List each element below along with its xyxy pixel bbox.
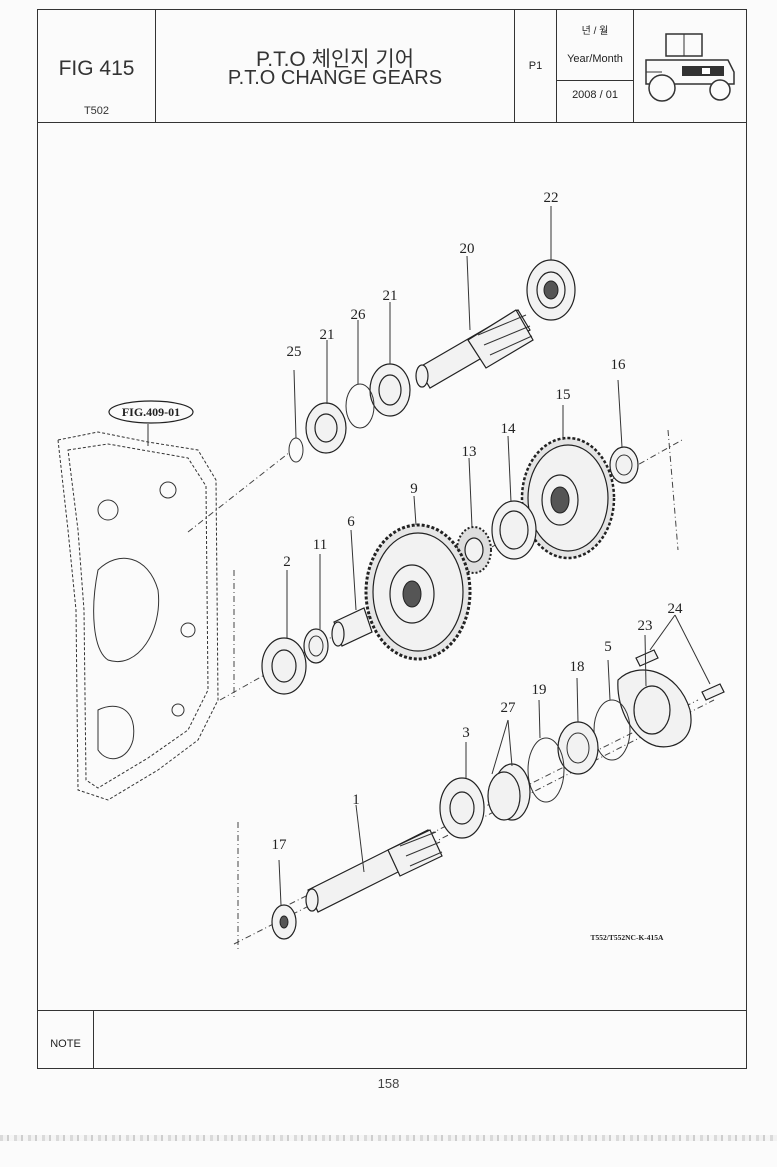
callout-21-right: 21 xyxy=(383,288,398,304)
callout-26: 26 xyxy=(351,307,367,323)
scan-artifact xyxy=(0,1135,777,1141)
title-cell: P.T.O 체인지 기어 P.T.O CHANGE GEARS xyxy=(156,10,515,122)
fig-reference-label: FIG.409-01 xyxy=(122,405,180,419)
callout-19: 19 xyxy=(532,682,547,698)
fig-cell: FIG 415 T502 xyxy=(38,10,156,122)
callout-25: 25 xyxy=(287,344,302,360)
model-code: T502 xyxy=(83,105,110,117)
callout-23: 23 xyxy=(638,618,653,634)
lower-shaft-assembly xyxy=(271,649,725,940)
title-english: P.T.O CHANGE GEARS xyxy=(227,67,443,89)
callout-18: 18 xyxy=(570,659,585,675)
fig-number: FIG 415 xyxy=(58,57,135,80)
header: FIG 415 T502 P.T.O 체인지 기어 P.T.O CHANGE G… xyxy=(38,10,746,123)
callout-17: 17 xyxy=(272,837,288,853)
callout-11: 11 xyxy=(313,537,327,553)
leader-lines xyxy=(278,206,711,906)
callout-3: 3 xyxy=(462,725,470,741)
callout-24: 24 xyxy=(668,601,684,617)
drawing-code: T552/T552NC-K-415A xyxy=(591,933,665,942)
exploded-parts-diagram: FIG.409-01 xyxy=(57,190,725,950)
page-cell: P1 xyxy=(515,10,557,122)
upper-shaft-assembly xyxy=(288,259,576,463)
date-cell: 년 / 월 Year/Month 2008 / 01 xyxy=(557,10,634,122)
callout-14: 14 xyxy=(501,421,517,437)
callout-16: 16 xyxy=(611,357,627,373)
date-label-korean: 년 / 월 xyxy=(581,26,609,37)
callout-1: 1 xyxy=(352,792,360,808)
date-value: 2008 / 01 xyxy=(572,89,618,101)
callout-22: 22 xyxy=(544,190,559,206)
callout-2: 2 xyxy=(283,554,291,570)
housing-outline xyxy=(57,424,219,801)
middle-gear-assembly xyxy=(261,436,639,695)
callout-13: 13 xyxy=(462,444,477,460)
callout-21-left: 21 xyxy=(320,327,335,343)
note-label: NOTE xyxy=(50,1038,81,1050)
page-number: 158 xyxy=(377,1076,400,1091)
page-label: P1 xyxy=(528,60,543,72)
callout-15: 15 xyxy=(556,387,571,403)
callout-9: 9 xyxy=(410,481,418,497)
callout-5: 5 xyxy=(604,639,612,655)
tractor-icon xyxy=(645,33,735,102)
fig-reference-tag: FIG.409-01 xyxy=(108,400,194,424)
note-box: NOTE xyxy=(38,1010,746,1068)
callout-20: 20 xyxy=(460,241,475,257)
icon-cell xyxy=(634,10,746,122)
callout-6: 6 xyxy=(347,514,355,530)
document-frame: FIG 415 T502 P.T.O 체인지 기어 P.T.O CHANGE G… xyxy=(37,9,747,1069)
title-korean: P.T.O 체인지 기어 xyxy=(255,48,415,71)
callout-27: 27 xyxy=(501,700,517,716)
date-label-english: Year/Month xyxy=(567,53,623,65)
callout-labels: 22 20 21 26 21 25 16 15 14 13 9 6 11 2 2… xyxy=(272,190,684,853)
